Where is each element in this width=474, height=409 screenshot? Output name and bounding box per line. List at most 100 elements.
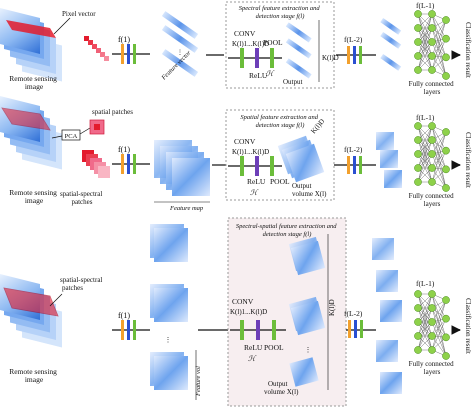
row1-f1-label: f(1) [118, 35, 130, 44]
fc-connection [431, 41, 447, 77]
fc-connection [431, 335, 447, 357]
row2-fl2: f(L-2) [344, 145, 363, 154]
fc-connection [431, 307, 447, 357]
row2-input-label: Remote sensing image [9, 188, 59, 205]
neuron-node-icon [428, 178, 436, 186]
fc-connection [417, 293, 433, 337]
fc-connection [417, 307, 433, 351]
row3-fc-line1: Fully connected [409, 360, 454, 368]
row3-f1-label: f(1) [118, 311, 130, 320]
row1-stage-layers [228, 48, 282, 68]
neuron-node-icon [428, 122, 436, 130]
row3-stage-box [227, 217, 347, 407]
row2-fc-network [414, 122, 450, 192]
row1-stage-title-line2: detection stage f(l) [256, 13, 305, 20]
fc-connection [431, 19, 447, 57]
row2-input-label-line2: image [25, 196, 44, 205]
row2-stage-layers [228, 156, 282, 176]
row1-fc-label: Fully connected layers [409, 80, 456, 96]
row1-output-vectors [285, 22, 312, 79]
row3-fc-label: Fully connected layers [409, 360, 456, 376]
row2-feature-map [154, 140, 210, 196]
fc-connection [431, 307, 447, 338]
row2-conv: CONV [234, 137, 256, 146]
fc-connection [431, 139, 447, 170]
fc-connection [431, 125, 447, 151]
fc-connection [417, 153, 433, 183]
row2-fl1: f(L-1) [416, 113, 435, 122]
neuron-node-icon [414, 52, 422, 60]
fc-connection [431, 299, 447, 351]
row3-fc-volumes [372, 238, 402, 394]
fc-connection [431, 167, 447, 189]
svg-text:⋮: ⋮ [177, 50, 183, 56]
row1-fl2: f(L-2) [344, 35, 363, 44]
fc-connection [417, 321, 433, 351]
neuron-node-icon [414, 164, 422, 172]
fc-connection [417, 13, 433, 43]
row1-input-label-line2: image [25, 82, 44, 91]
row2-spatial: Remote sensing image PCA spatial patches… [0, 96, 472, 212]
neuron-node-icon [428, 38, 436, 46]
row3-patches-label: spatial-spectral patches [60, 276, 104, 292]
neuron-node-icon [428, 66, 436, 74]
row2-pool: POOL [270, 177, 290, 186]
neuron-node-icon [442, 53, 450, 62]
row3-fc-line2: layers [424, 368, 441, 376]
row3-spectral-spatial: Remote sensing image spatial-spectral pa… [0, 217, 472, 407]
spatial-patches-label: spatial patches [92, 108, 133, 116]
fc-connection [431, 125, 447, 170]
neuron-node-icon [414, 150, 422, 158]
neuron-node-icon [428, 318, 436, 326]
row2-result: Classification result [464, 132, 472, 188]
fc-connection [417, 13, 433, 57]
row2-f1-block: f(1) [112, 145, 150, 174]
fc-connection [431, 38, 447, 71]
fc-connection [431, 299, 447, 337]
row3-pool: POOL [264, 343, 284, 352]
neuron-node-icon [414, 346, 422, 354]
fc-connection [431, 19, 447, 43]
neuron-node-icon [428, 332, 436, 340]
row1-output: Output [283, 78, 303, 86]
fc-connection [431, 150, 447, 183]
fc-connection [417, 293, 433, 323]
neuron-node-icon [428, 52, 436, 60]
neuron-node-icon [442, 128, 450, 136]
fc-connection [417, 139, 433, 183]
fc-connection [431, 318, 447, 351]
fc-connection [417, 27, 433, 71]
neuron-node-icon [428, 346, 436, 354]
neuron-node-icon [442, 72, 450, 80]
row2-input-image [0, 96, 62, 170]
row2-kernels: K(l)1...K(l)D [232, 148, 269, 156]
neuron-node-icon [428, 24, 436, 32]
row1-h: ℋ [266, 69, 275, 78]
row1-stage-box [225, 1, 335, 89]
row3-stage-title: Spectral-spatial feature extraction and … [236, 223, 338, 238]
row2-stage-title-line2: detection stage f(l) [256, 122, 305, 129]
neuron-node-icon [442, 184, 450, 192]
row2-fc-label: Fully connected layers [409, 192, 456, 208]
neuron-node-icon [428, 290, 436, 298]
fc-connection [431, 55, 447, 77]
fc-connection [431, 13, 447, 58]
neuron-node-icon [414, 122, 422, 130]
row2-output-volume [277, 135, 325, 183]
row3-vol-caption: Feature vol [195, 366, 202, 397]
row3-kd: K(l)D [328, 299, 336, 316]
pca-box [61, 129, 81, 141]
row3-relu: ReLU [244, 343, 263, 352]
fc-connection [417, 125, 433, 155]
row2-relu: ReLU [247, 177, 266, 186]
fc-connection [431, 293, 447, 319]
row3-stage-title-line2: detection stage f(l) [263, 231, 312, 238]
row1-input-label-line1: Remote sensing [9, 74, 57, 83]
row3-output-line2: volume X(l) [264, 388, 299, 396]
fc-connection [431, 13, 447, 39]
neuron-node-icon [428, 136, 436, 144]
fc-connection [417, 125, 433, 169]
neuron-node-icon [414, 10, 422, 18]
neuron-node-icon [414, 178, 422, 186]
